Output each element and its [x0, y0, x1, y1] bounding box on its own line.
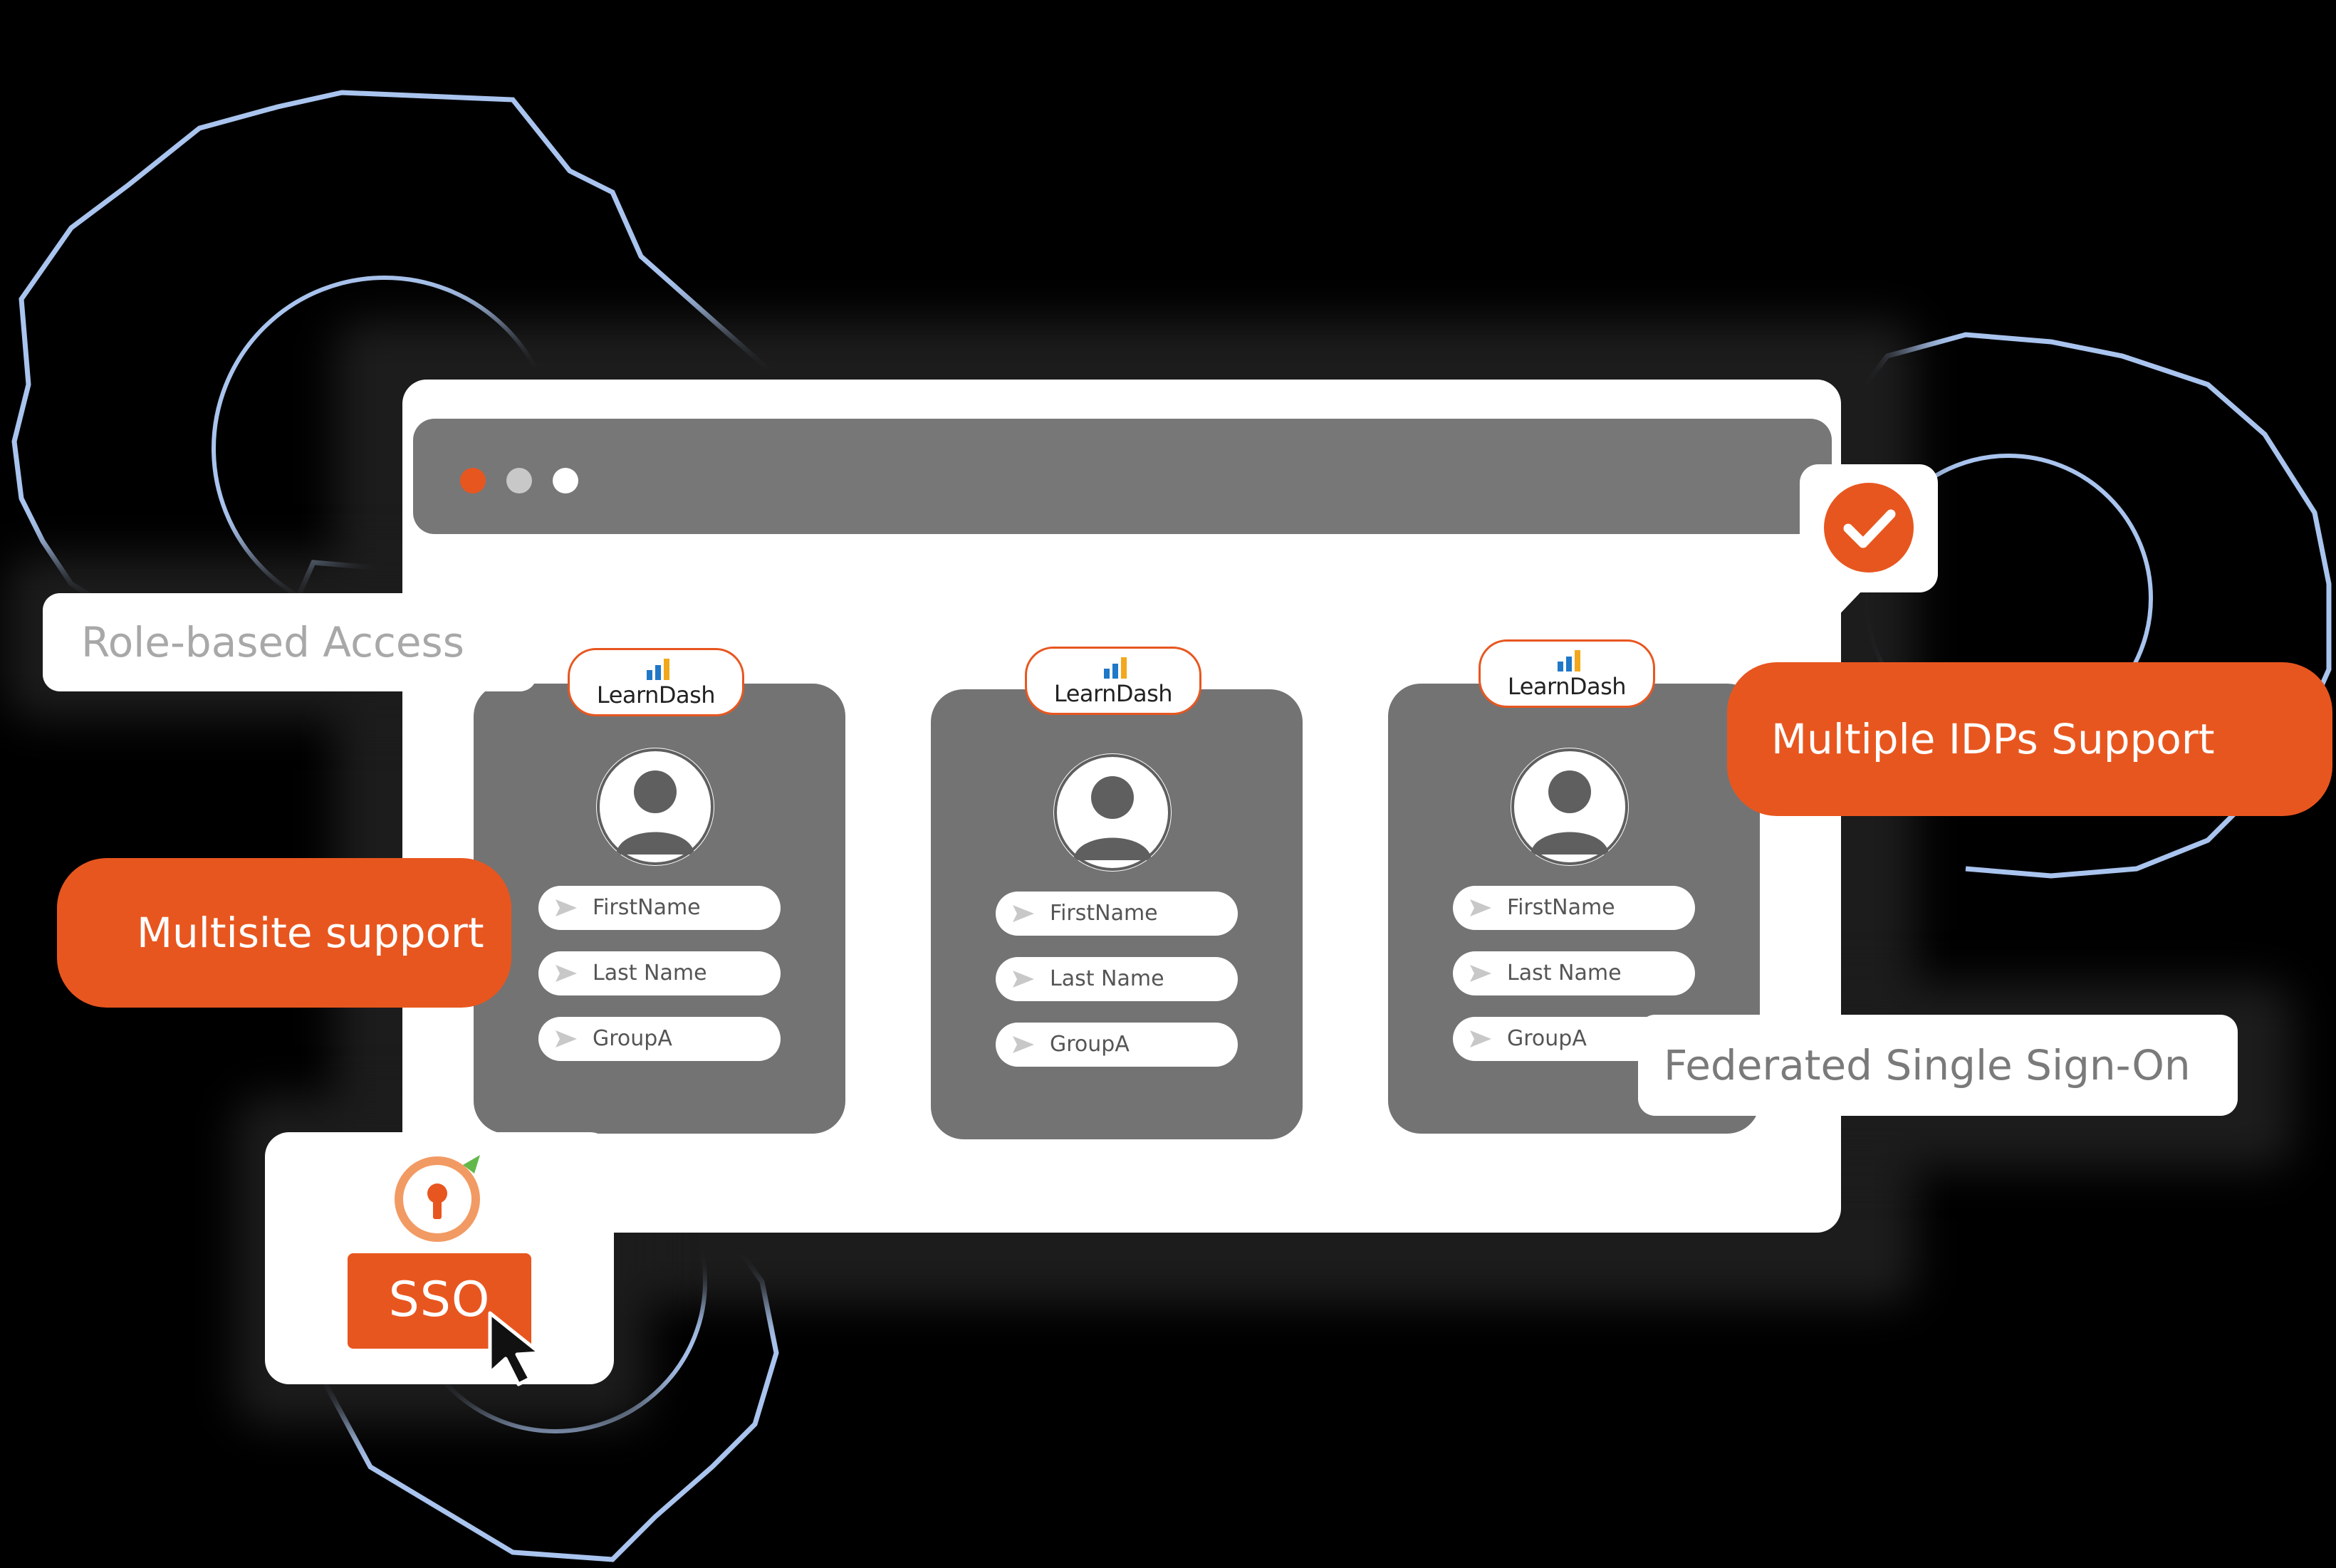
- role-based-access-pill: Role-based Access: [43, 593, 537, 691]
- learndash-bars-icon: [1558, 650, 1580, 671]
- form-field[interactable]: FirstName: [1453, 886, 1695, 930]
- send-arrow-icon: [1013, 905, 1034, 922]
- send-arrow-icon: [1470, 965, 1491, 982]
- send-arrow-icon: [556, 965, 577, 982]
- send-arrow-icon: [556, 1030, 577, 1047]
- browser-window: FirstName Last Name GroupA LearnDash Fir…: [402, 380, 1841, 1233]
- user-avatar-icon: [1511, 748, 1629, 866]
- learndash-logo-badge: LearnDash: [1025, 647, 1201, 715]
- badge-pointer-tail: [1830, 590, 1863, 621]
- learndash-bars-icon: [1104, 657, 1127, 679]
- check-circle-icon: [1824, 483, 1914, 573]
- user-avatar-icon: [1053, 753, 1172, 872]
- learndash-logo-badge: LearnDash: [1479, 639, 1655, 708]
- minimize-dot[interactable]: [506, 468, 532, 493]
- multiple-idps-support-pill: Multiple IDPs Support: [1727, 662, 2332, 816]
- send-arrow-icon: [1470, 1030, 1491, 1047]
- field-label: FirstName: [1050, 901, 1158, 926]
- send-arrow-icon: [1013, 971, 1034, 988]
- sso-login-card: SSO: [265, 1132, 614, 1386]
- field-label: GroupA: [593, 1026, 672, 1051]
- multisite-support-pill: Multisite support: [57, 858, 511, 1008]
- field-label: GroupA: [1050, 1032, 1130, 1057]
- form-field[interactable]: Last Name: [996, 957, 1238, 1001]
- federated-sso-pill: Federated Single Sign-On: [1638, 1015, 2238, 1116]
- send-arrow-icon: [1013, 1036, 1034, 1053]
- user-profile-card: FirstName Last Name GroupA: [474, 684, 845, 1134]
- field-label: GroupA: [1507, 1026, 1587, 1051]
- form-field[interactable]: FirstName: [996, 892, 1238, 936]
- learndash-wordmark: LearnDash: [1053, 680, 1173, 707]
- sso-button-label: SSO: [388, 1272, 491, 1328]
- form-field[interactable]: FirstName: [538, 886, 781, 930]
- multiple-idps-support-label: Multiple IDPs Support: [1771, 715, 2215, 763]
- role-based-access-label: Role-based Access: [81, 618, 464, 667]
- window-titlebar: [413, 419, 1832, 534]
- user-profile-card: FirstName Last Name GroupA: [931, 689, 1303, 1139]
- send-arrow-icon: [1470, 899, 1491, 916]
- field-label: FirstName: [1507, 895, 1615, 920]
- learndash-wordmark: LearnDash: [596, 681, 716, 709]
- gear-outline-right: [1835, 332, 2332, 879]
- form-field[interactable]: GroupA: [996, 1023, 1238, 1067]
- gear-outline-bottom-left: [282, 1230, 779, 1562]
- multisite-support-label: Multisite support: [137, 909, 484, 957]
- verified-badge: [1800, 464, 1938, 592]
- mouse-pointer-icon: [488, 1311, 542, 1386]
- learndash-wordmark: LearnDash: [1507, 673, 1627, 700]
- form-field[interactable]: Last Name: [538, 951, 781, 995]
- maximize-dot[interactable]: [553, 468, 578, 493]
- learndash-logo-badge: LearnDash: [568, 648, 744, 716]
- user-avatar-icon: [596, 748, 714, 866]
- federated-sso-label: Federated Single Sign-On: [1664, 1041, 2191, 1089]
- learndash-bars-icon: [647, 659, 669, 680]
- close-dot[interactable]: [460, 468, 486, 493]
- form-field[interactable]: GroupA: [538, 1017, 781, 1061]
- field-label: FirstName: [593, 895, 701, 920]
- send-arrow-icon: [556, 899, 577, 916]
- form-field[interactable]: Last Name: [1453, 951, 1695, 995]
- keyhole-lock-icon: [395, 1155, 480, 1242]
- field-label: Last Name: [593, 961, 707, 986]
- field-label: Last Name: [1050, 966, 1164, 991]
- field-label: Last Name: [1507, 961, 1622, 986]
